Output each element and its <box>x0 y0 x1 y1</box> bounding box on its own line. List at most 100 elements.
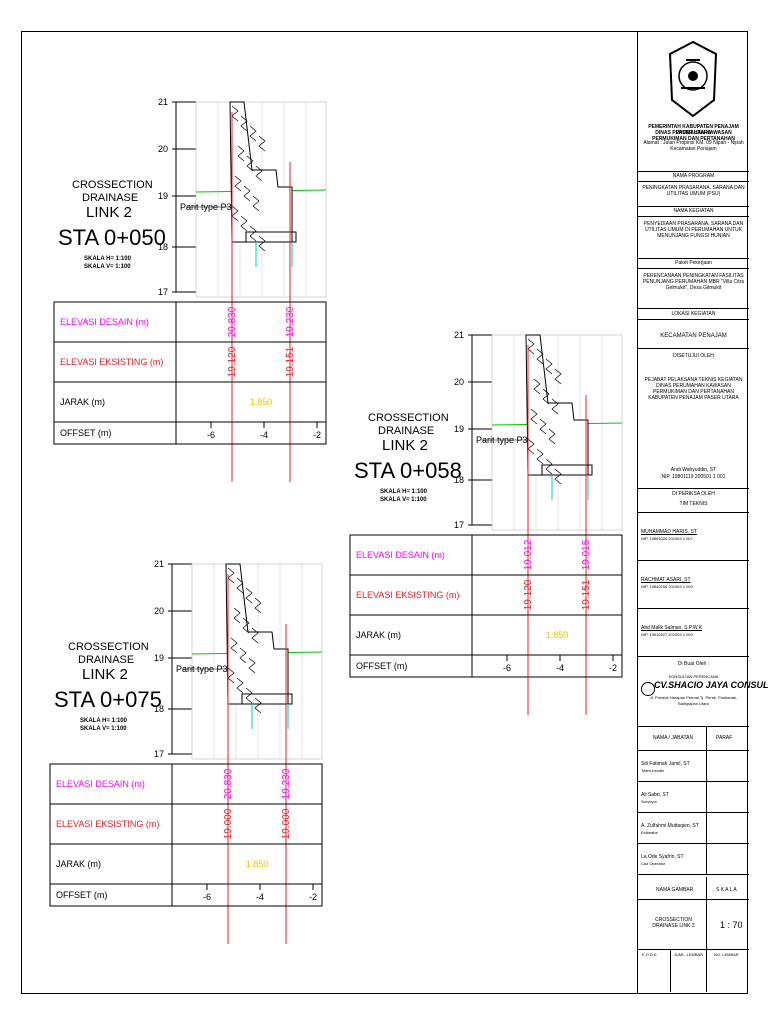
row-label-offset: OFFSET (m) <box>56 890 108 900</box>
konsultan-name: CV.SHACIO JAYA CONSULT <box>654 680 768 690</box>
elevation-value-eksisting: 19.000 <box>281 808 292 839</box>
section-skala-v: SKALA V= 1:100 <box>84 264 131 270</box>
tim-member-name: RACHMAT ASARI, ST <box>641 577 691 583</box>
hatch-mark <box>536 448 544 465</box>
y-tick-label: 21 <box>454 330 464 340</box>
table-row <box>53 421 327 445</box>
row-label-desain: ELEVASI DESAIN (m) <box>356 550 445 560</box>
drainage-base <box>241 693 293 705</box>
tim-member-nip: NIP. 19840206 201903 1 003 <box>641 584 693 589</box>
title-block: PEMERINTAH KABUPATEN PENAJAM PASER UTARA… <box>637 32 768 994</box>
section-title-2: DRAINASE <box>82 192 139 204</box>
table-row <box>349 654 623 678</box>
disetujui-heading: DISETUJUI OLEH <box>673 353 714 359</box>
hatch-mark <box>248 657 256 674</box>
y-tick-label: 19 <box>454 424 464 434</box>
hatch-mark <box>258 235 266 252</box>
section-title-1: CROSSECTION <box>68 641 149 653</box>
hatch-mark <box>236 577 244 594</box>
dibuat-heading: Di Buat Oleh : <box>677 661 710 667</box>
drainage-base <box>541 464 593 476</box>
lokasi-value: KECAMATAN PENAJAM <box>660 333 727 339</box>
elevation-value-desain: 20.830 <box>223 768 234 799</box>
row-label-eksisting: ELEVASI EKSISTING (m) <box>56 819 160 829</box>
nama-gambar-value: CROSSECTION DRAINASE LINK 2 <box>652 917 695 929</box>
gambar-vline <box>706 877 707 992</box>
y-tick-label: 20 <box>154 606 164 616</box>
section-skala-v: SKALA V= 1:100 <box>80 726 127 732</box>
drainage-base <box>245 231 297 243</box>
jarak-value: 1.850 <box>546 630 569 640</box>
konsultan-heading: KONSULTAN PERENCANA <box>668 674 719 679</box>
offset-tick-label: -4 <box>556 663 564 673</box>
hatch-mark <box>252 195 260 212</box>
section-title-2: DRAINASE <box>78 654 135 666</box>
row-label-offset: OFFSET (m) <box>60 428 112 438</box>
staff-name: La Ode Syafrin, ST <box>641 854 684 860</box>
section-link: LINK 2 <box>82 666 128 683</box>
hatch-mark <box>230 637 238 654</box>
nama-gambar-heading: NAMA GAMBAR <box>656 887 694 893</box>
hatch-mark <box>242 617 250 634</box>
hatch-mark <box>243 185 251 202</box>
elevation-value-eksisting: 19.151 <box>285 346 296 377</box>
hatch-mark <box>536 348 544 365</box>
hatch-mark <box>542 388 550 405</box>
paraf-divider <box>706 844 707 875</box>
offset-tick-label: -6 <box>503 663 511 673</box>
section-title-1: CROSSECTION <box>368 412 449 424</box>
elevation-value-eksisting: 19.120 <box>523 579 534 610</box>
section-skala-v: SKALA V= 1:100 <box>380 497 427 503</box>
disetujui-name: Andi Wahyuddin, ST <box>670 467 717 473</box>
hatch-mark <box>236 677 244 694</box>
hatch-mark <box>234 175 242 192</box>
konsultan-logo-icon <box>641 682 655 696</box>
section-skala-h: SKALA H= 1:100 <box>80 718 127 724</box>
diperiksa-heading: DI PERIKSA OLEH <box>672 491 715 497</box>
staff-name: A. Zulfahmi Muttaqien, ST <box>641 823 699 829</box>
hatch-mark <box>548 428 556 445</box>
staff-row: La Ode Syafrin, ST Cad Operator <box>638 844 749 875</box>
offset-tick-label: -6 <box>203 892 211 902</box>
part-type-label: Parit type P3 <box>476 435 528 445</box>
section-skala-h: SKALA H= 1:100 <box>84 256 131 262</box>
paket-section: Paket Pekerjaan PERENCANAAN PENINGKATAN … <box>638 259 749 309</box>
hatch-mark <box>527 338 535 355</box>
row-label-jarak: JARAK (m) <box>56 859 101 869</box>
hatch-mark <box>254 697 262 714</box>
y-tick-label: 19 <box>154 653 164 663</box>
section-title-2: DRAINASE <box>378 425 435 437</box>
staff-name: Ali Sabri, ST <box>641 792 669 798</box>
y-tick-label: 19 <box>158 191 168 201</box>
offset-tick-label: -2 <box>309 892 317 902</box>
plot-frame <box>491 334 623 531</box>
offset-tick-label: -6 <box>207 430 215 440</box>
elevation-value-desain: 19.230 <box>285 306 296 337</box>
y-tick-label: 17 <box>154 749 164 759</box>
elevation-value-eksisting: 19.000 <box>223 808 234 839</box>
agency-address: Alamat : Jalan Propinsi KM. 09 Nipah - N… <box>643 140 744 146</box>
row-label-jarak: JARAK (m) <box>60 397 105 407</box>
staff-name: Siti Fatimah Jamil, ST <box>641 761 690 767</box>
hatch-mark <box>249 225 257 242</box>
hatch-mark <box>227 567 235 584</box>
y-tick-label: 21 <box>154 559 164 569</box>
kode-vline <box>670 949 671 992</box>
agency-line-2: DINAS PERUMAHAN KAWASAN PERMUKIMAN DAN P… <box>652 130 735 142</box>
staff-row: Siti Fatimah Jamil, ST Team Leader <box>638 751 749 782</box>
dibuat-section: Di Buat Oleh : KONSULTAN PERENCANA CV.SH… <box>638 657 768 727</box>
elevation-value-desain: 20.830 <box>227 306 238 337</box>
y-tick-label: 21 <box>158 97 168 107</box>
paraf-divider <box>706 727 707 751</box>
hatch-mark <box>249 125 257 142</box>
section-skala-h: SKALA H= 1:100 <box>380 489 427 495</box>
hatch-mark <box>239 647 247 664</box>
diperiksa-section: DI PERIKSA OLEH TIM TEKNIS <box>638 489 749 513</box>
